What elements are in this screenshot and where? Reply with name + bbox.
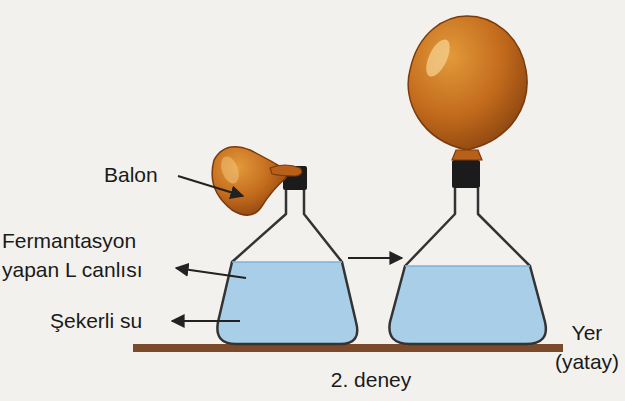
- ground-label: Yer (yatay): [552, 318, 622, 376]
- leader-arrow: [176, 268, 246, 278]
- part-label: Şekerli su: [50, 306, 168, 335]
- part-label: Fermantasyon yapan L canlısı: [2, 226, 174, 284]
- experiment-caption: 2. deney: [316, 365, 426, 394]
- part-label: Balon: [104, 160, 174, 189]
- right-flask: [389, 16, 545, 344]
- left-flask: [212, 147, 357, 344]
- leader-arrow: [172, 320, 240, 322]
- change-arrow: [348, 257, 402, 259]
- leader-arrow: [178, 176, 243, 196]
